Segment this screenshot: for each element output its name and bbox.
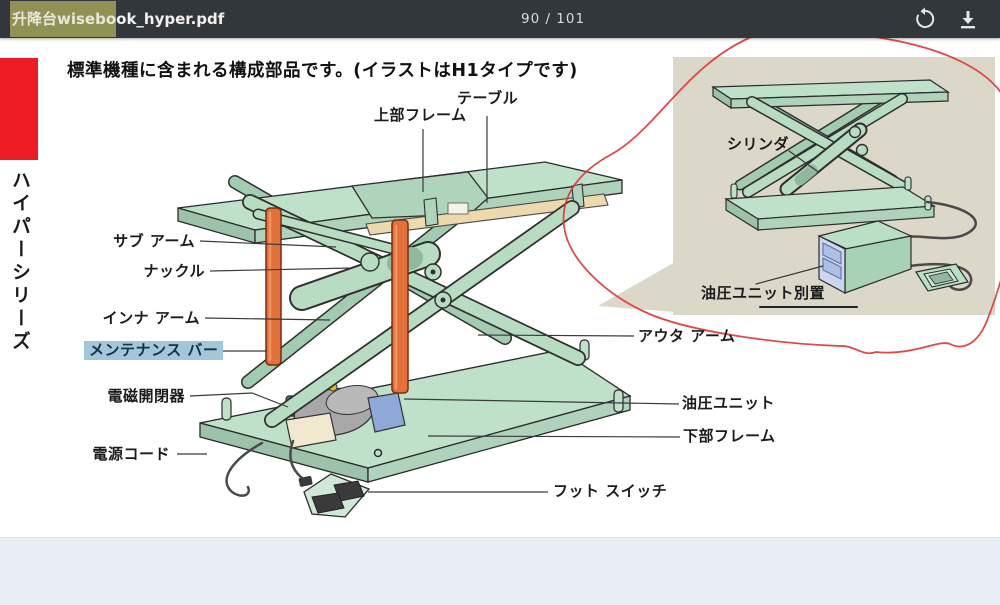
- page-gap-band: [0, 537, 1000, 605]
- series-red-block: [0, 58, 38, 160]
- pdf-filename: 升降台wisebook_hyper.pdf: [10, 0, 224, 38]
- label-foot-switch: フット スイッチ: [553, 482, 668, 500]
- pdf-filename-rest: ok_hyper.pdf: [116, 10, 225, 28]
- label-outer-arm: アウタ アーム: [638, 327, 736, 345]
- label-knuckle: ナックル: [143, 262, 205, 280]
- label-inner-arm: インナ アーム: [102, 309, 200, 327]
- page-indicator[interactable]: 90 / 101: [521, 11, 586, 27]
- page-title: 標準機種に含まれる構成部品です。(イラストはH1タイプです): [67, 61, 578, 81]
- series-vertical-label: ハイパーシリーズ: [9, 170, 31, 354]
- label-magnetic-switch: 電磁開閉器: [107, 387, 185, 405]
- pdf-viewer-toolbar: 升降台wisebook_hyper.pdf 90 / 101: [0, 0, 1000, 38]
- label-upper-frame: 上部フレーム: [374, 106, 467, 124]
- label-inset-cylinder: シリンダ: [727, 135, 790, 153]
- label-maintenance-bar: メンテナンス バー: [84, 341, 224, 360]
- label-sub-arm: サブ アーム: [113, 232, 195, 250]
- label-table: テーブル: [457, 89, 519, 107]
- pdf-filename-highlighted: 升降台wisebo: [10, 1, 117, 37]
- label-inset-hydraulic-unit-separate: 油圧ユニット別置: [701, 284, 826, 302]
- download-icon[interactable]: [956, 7, 980, 31]
- label-lower-frame: 下部フレーム: [683, 427, 776, 445]
- rotate-icon[interactable]: [913, 7, 937, 31]
- label-power-cord: 電源コード: [92, 445, 170, 463]
- label-hydraulic-unit: 油圧ユニット: [682, 394, 776, 412]
